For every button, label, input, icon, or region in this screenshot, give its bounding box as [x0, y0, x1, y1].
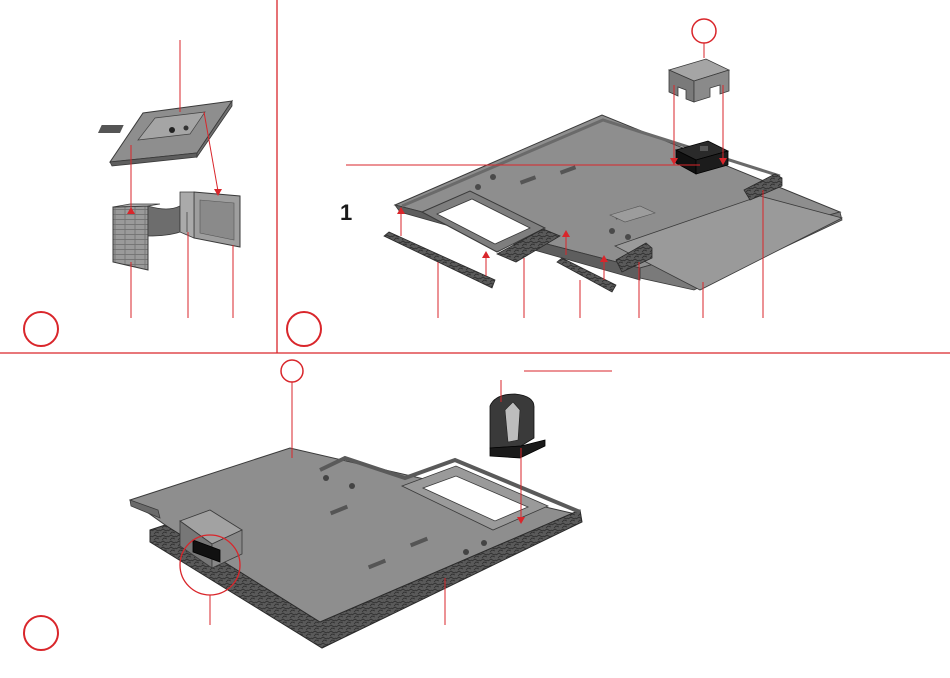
- chimney-cap: [669, 59, 729, 102]
- part-callout-circle: [24, 616, 58, 650]
- part-callout-circle: [287, 312, 321, 346]
- panel-b-base-assembly: [287, 19, 842, 346]
- panel-a-roof-and-walls: [24, 40, 240, 346]
- part-callout-circle: [24, 312, 58, 346]
- completed-base-plate: [130, 448, 582, 648]
- part-callout-circle: [281, 360, 303, 382]
- part-callout-circle: [692, 19, 716, 43]
- arrow-head: [482, 251, 490, 258]
- panel-c-completed-base: [24, 360, 612, 650]
- wall-section: [113, 192, 240, 270]
- step-number: 1: [340, 200, 352, 226]
- chimney-cover: [490, 394, 545, 458]
